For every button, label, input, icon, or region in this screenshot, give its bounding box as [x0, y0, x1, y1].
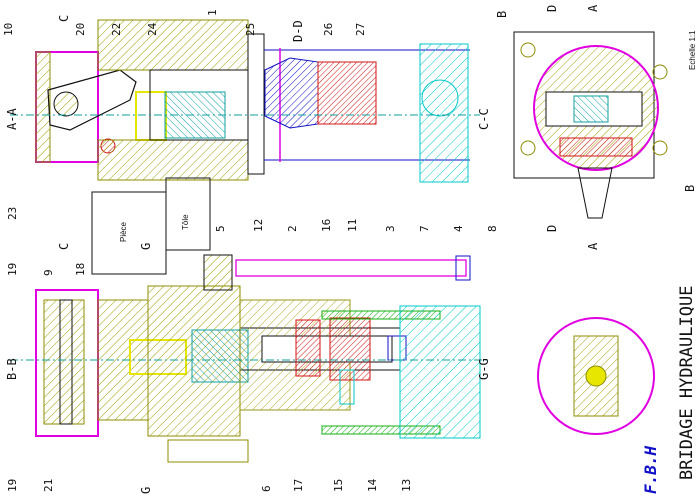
tole-block: [165, 177, 211, 251]
section-label-gg: G-G: [477, 358, 491, 380]
section-mark-g-bottom: G: [139, 487, 153, 494]
part-label: 22: [110, 23, 123, 36]
part-label: 24: [146, 22, 159, 36]
section-mark-b-right: B: [683, 185, 697, 192]
part-label: 14: [366, 478, 379, 492]
bottom-right-view: [537, 317, 655, 435]
round-section-gg: [537, 317, 655, 435]
section-mark-b-top: B: [495, 11, 509, 18]
part-label: 3: [384, 225, 397, 232]
part-label: 5: [214, 225, 227, 232]
part-label: 17: [292, 479, 305, 492]
part-label: 23: [6, 207, 19, 220]
part-label: 7: [418, 225, 431, 232]
piece-block: [91, 191, 167, 275]
top-section-view: Pièce Tôle: [10, 19, 480, 275]
section-mark-a-top: A: [586, 4, 600, 12]
section-mark-d-top: D: [545, 5, 559, 12]
logo: F.B.H: [641, 445, 660, 494]
section-mark-d-bottom: D: [545, 225, 559, 232]
section-mark-a-bottom: A: [586, 242, 600, 250]
part-number-labels: 10 20 22 24 25 26 27 23 1 5 12 2 16 11 3…: [2, 9, 499, 492]
piece-label: Pièce: [119, 221, 128, 242]
part-label: 2: [286, 225, 299, 232]
section-label-cc: C-C: [477, 108, 491, 130]
section-label-dd: D-D: [291, 20, 305, 42]
part-label: 12: [252, 219, 265, 232]
part-label: 19: [6, 263, 19, 276]
top-right-view: [513, 31, 668, 219]
section-mark-c-top: C: [57, 15, 71, 22]
scale-note: Echelle 1:1: [688, 30, 697, 70]
part-label: 21: [42, 479, 55, 492]
part-label: 9: [42, 269, 55, 276]
part-label: 8: [486, 225, 499, 232]
part-label: 19: [6, 479, 19, 492]
part-label: 1: [206, 9, 219, 16]
part-label: 16: [320, 219, 333, 232]
section-mark-g-top: G: [139, 243, 153, 250]
section-mark-c-mid: C: [57, 243, 71, 250]
bottom-section-view: [10, 254, 490, 463]
part-label: 13: [400, 479, 413, 492]
part-label: 18: [74, 263, 87, 276]
tole-label: Tôle: [181, 214, 190, 230]
part-label: 6: [260, 485, 273, 492]
part-label: 11: [346, 219, 359, 232]
part-label: 25: [244, 23, 257, 36]
part-label: 10: [2, 23, 15, 36]
part-label: 4: [452, 225, 465, 232]
part-label: 15: [332, 479, 345, 492]
drawing-title: BRIDAGE HYDRAULIQUE: [677, 286, 697, 480]
part-label: 27: [354, 23, 367, 36]
section-label-aa: A-A: [5, 108, 19, 130]
section-label-bb: B-B: [5, 358, 19, 380]
part-label: 20: [74, 23, 87, 36]
part-label: 26: [322, 23, 335, 36]
